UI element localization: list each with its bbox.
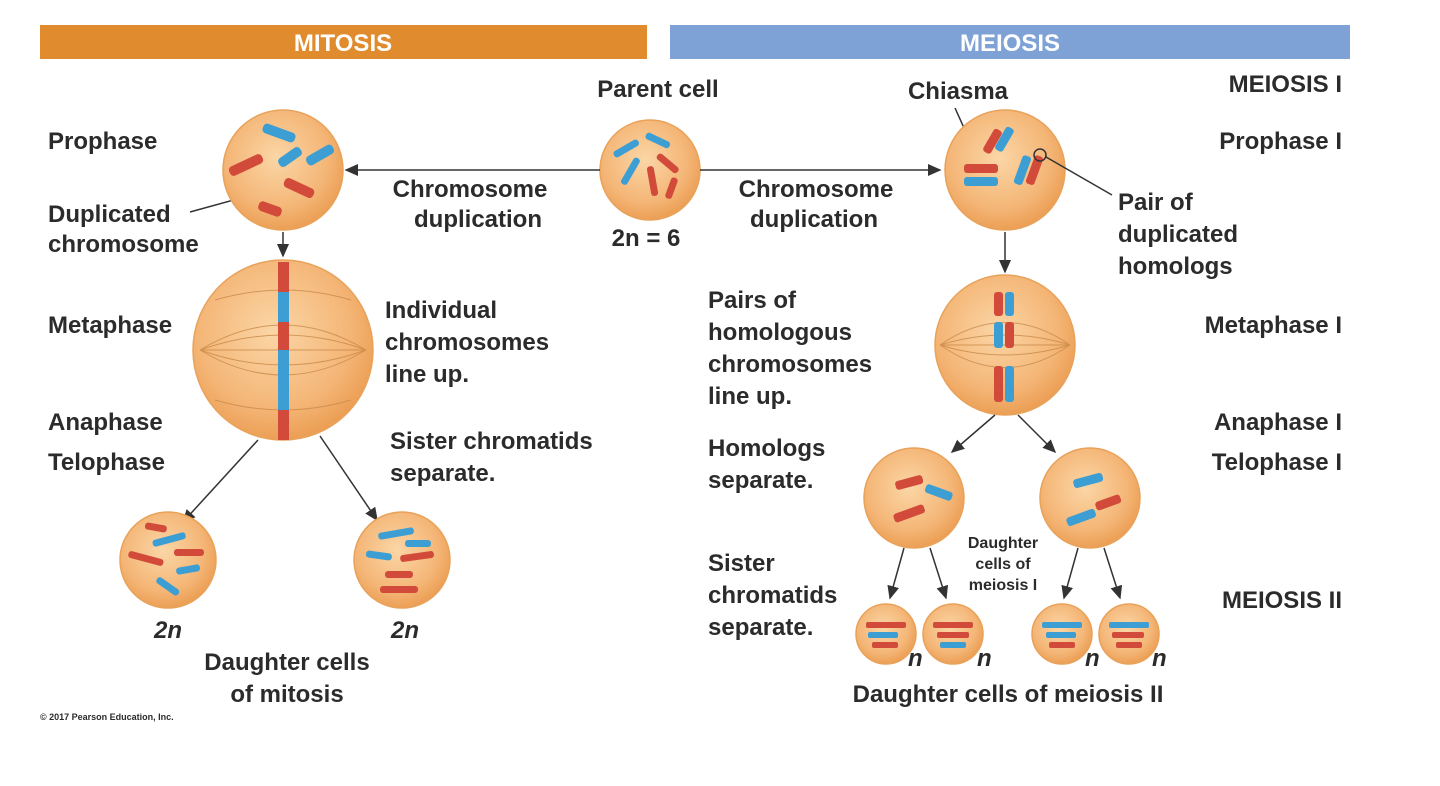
meiosis-header: MEIOSIS <box>960 30 1060 57</box>
prophase-i-label: Prophase I <box>1219 128 1342 155</box>
pairs-label-2: homologous <box>708 319 852 346</box>
copyright: © 2017 Pearson Education, Inc. <box>40 712 174 722</box>
sister-chromatids-label-1: Sister <box>708 550 775 577</box>
meiosis-i-label: MEIOSIS I <box>1229 71 1342 98</box>
metaphase-i-label: Metaphase I <box>1205 312 1342 339</box>
ploidy-right-daughter: 2n <box>390 617 419 644</box>
meiosis-prophase-chromosomes <box>964 126 1043 186</box>
meiosis-ii-label: MEIOSIS II <box>1222 587 1342 614</box>
telophase-i-label: Telophase I <box>1212 449 1342 476</box>
arrow-mii-4 <box>1103 547 1123 600</box>
daughter-cells-meiosis-ii: Daughter cells of meiosis II <box>853 681 1164 708</box>
chromosome-duplication-right-2: duplication <box>750 206 878 233</box>
chiasma-label: Chiasma <box>908 78 1009 105</box>
metaphase-label: Metaphase <box>48 312 172 339</box>
mitosis-daughter-left <box>119 511 217 609</box>
chromosome-duplication-left-1: Chromosome <box>393 176 548 203</box>
arrow-mitosis-left <box>181 439 259 524</box>
arrow-mii-3 <box>1061 547 1079 600</box>
ploidy-left-daughter: 2n <box>153 617 182 644</box>
mitosis-header-bar <box>40 25 647 59</box>
parent-cell-chromosomes <box>613 132 679 199</box>
pair-pointer <box>1045 156 1113 196</box>
meiosis-i-daughter-left-chromosomes <box>893 475 953 523</box>
sister-chromatids-label-2: chromatids <box>708 582 837 609</box>
parent-cell-label: Parent cell <box>597 76 718 103</box>
duplicated-chromosome-label-2: chromosome <box>48 231 199 258</box>
meiosis-prophase-cell <box>944 109 1066 231</box>
chromosome-duplication-right-1: Chromosome <box>739 176 894 203</box>
pairs-label-3: chromosomes <box>708 351 872 378</box>
meiosis-ii-cell-3-chromosomes <box>1042 622 1082 648</box>
pair-label-1: Pair of <box>1118 189 1194 216</box>
n-label-4: n <box>1152 645 1167 672</box>
mitosis-metaphase-plate <box>278 262 289 440</box>
meiosis-i-daughter-left <box>863 447 965 549</box>
daughter-cells-mitosis-2: of mitosis <box>230 681 343 708</box>
arrow-meiosis-i-left <box>950 414 996 453</box>
duplicated-chromosome-label-1: Duplicated <box>48 201 171 228</box>
daughter-meiosis-i-label-2: cells of <box>975 556 1031 573</box>
mitosis-prophase-chromosomes <box>228 123 335 217</box>
mitosis-daughter-left-chromosomes <box>128 522 204 596</box>
arrow-mii-2 <box>929 547 949 600</box>
prophase-label: Prophase <box>48 128 157 155</box>
meiosis-ii-cell-1-chromosomes <box>866 622 906 648</box>
meiosis-metaphase-pairs <box>994 292 1014 402</box>
meiosis-ii-cell-2-chromosomes <box>933 622 973 648</box>
daughter-meiosis-i-label-1: Daughter <box>968 535 1038 552</box>
pair-label-3: homologs <box>1118 253 1233 280</box>
mitosis-prophase-cell <box>222 109 344 231</box>
arrow-mii-1 <box>887 547 905 600</box>
pairs-label-4: line up. <box>708 383 792 410</box>
arrow-meiosis-i-right <box>1017 414 1057 454</box>
telophase-label: Telophase <box>48 449 165 476</box>
mitosis-header: MITOSIS <box>294 30 392 57</box>
sister-chromatids-label-3: separate. <box>708 614 813 641</box>
individual-label-1: Individual <box>385 297 497 324</box>
individual-label-2: chromosomes <box>385 329 549 356</box>
n-label-1: n <box>908 645 923 672</box>
meiosis-i-daughter-right-chromosomes <box>1066 472 1122 526</box>
chromosome-duplication-left-2: duplication <box>414 206 542 233</box>
sister-label-2: separate. <box>390 460 495 487</box>
meiosis-header-bar <box>670 25 1350 59</box>
meiosis-ii-cell-4-chromosomes <box>1109 622 1149 648</box>
individual-label-3: line up. <box>385 361 469 388</box>
daughter-cells-mitosis-1: Daughter cells <box>204 649 369 676</box>
pairs-label-1: Pairs of <box>708 287 797 314</box>
sister-label-1: Sister chromatids <box>390 428 593 455</box>
mitosis-daughter-right-chromosomes <box>365 527 435 593</box>
n-label-3: n <box>1085 645 1100 672</box>
anaphase-label: Anaphase <box>48 409 163 436</box>
homologs-label-2: separate. <box>708 467 813 494</box>
n-label-2: n <box>977 645 992 672</box>
meiosis-i-daughter-right <box>1039 447 1141 549</box>
homologs-label-1: Homologs <box>708 435 825 462</box>
ploidy-label: 2n = 6 <box>612 225 681 252</box>
arrow-mitosis-right <box>319 435 378 522</box>
homolog-pair-marker <box>1033 148 1047 162</box>
anaphase-i-label: Anaphase I <box>1214 409 1342 436</box>
daughter-meiosis-i-label-3: meiosis I <box>969 577 1037 594</box>
pair-label-2: duplicated <box>1118 221 1238 248</box>
